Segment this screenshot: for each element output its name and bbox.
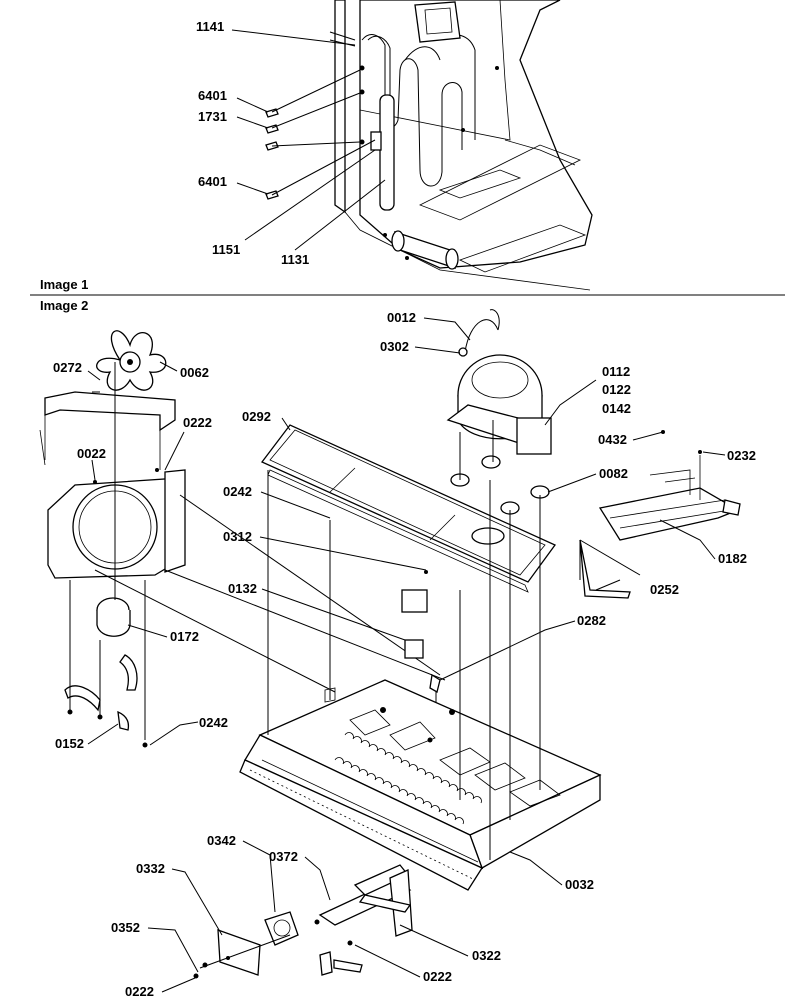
callout-0032: 0032 <box>565 877 594 892</box>
callout-0352: 0352 <box>111 920 140 935</box>
callout-0242: 0242 <box>223 484 252 499</box>
callout-0342: 0342 <box>207 833 236 848</box>
callout-1731: 1731 <box>198 109 227 124</box>
callout-0322: 0322 <box>472 948 501 963</box>
callout-0142: 0142 <box>602 401 631 416</box>
fan-blade <box>96 330 167 391</box>
callout-0232: 0232 <box>727 448 756 463</box>
image2-drawing <box>39 309 741 979</box>
image2-leaders <box>87 317 726 993</box>
callout-0222: 0222 <box>183 415 212 430</box>
coil-scallops <box>334 732 482 825</box>
callout-1131: 1131 <box>281 252 309 267</box>
callout-0082: 0082 <box>599 466 628 481</box>
callout-0012: 0012 <box>387 310 416 325</box>
callout-0252: 0252 <box>650 582 679 597</box>
callout-0312: 0312 <box>223 529 252 544</box>
callout-6401: 6401 <box>198 88 227 103</box>
callout-0172: 0172 <box>170 629 199 644</box>
callout-0222: 0222 <box>423 969 452 984</box>
callout-1141: 1141 <box>196 19 224 34</box>
callout-0332: 0332 <box>136 861 165 876</box>
callout-0372: 0372 <box>269 849 298 864</box>
callout-0112: 0112 <box>602 364 630 379</box>
callout-0062: 0062 <box>180 365 209 380</box>
callout-0222: 0222 <box>125 984 154 999</box>
callout-0132: 0132 <box>228 581 257 596</box>
callout-0432: 0432 <box>598 432 627 447</box>
image1-drawing <box>231 0 593 291</box>
section-title-image2: Image 2 <box>40 298 88 313</box>
callout-6401: 6401 <box>198 174 227 189</box>
section-title-image1: Image 1 <box>40 277 88 292</box>
callout-0152: 0152 <box>55 736 84 751</box>
callout-0242: 0242 <box>199 715 228 730</box>
callout-0022: 0022 <box>77 446 106 461</box>
callout-0182: 0182 <box>718 551 747 566</box>
callout-0272: 0272 <box>53 360 82 375</box>
compressor <box>446 309 552 455</box>
callout-0292: 0292 <box>242 409 271 424</box>
callout-0122: 0122 <box>602 382 631 397</box>
callout-0302: 0302 <box>380 339 409 354</box>
callout-1151: 1151 <box>212 242 240 257</box>
callout-0282: 0282 <box>577 613 606 628</box>
